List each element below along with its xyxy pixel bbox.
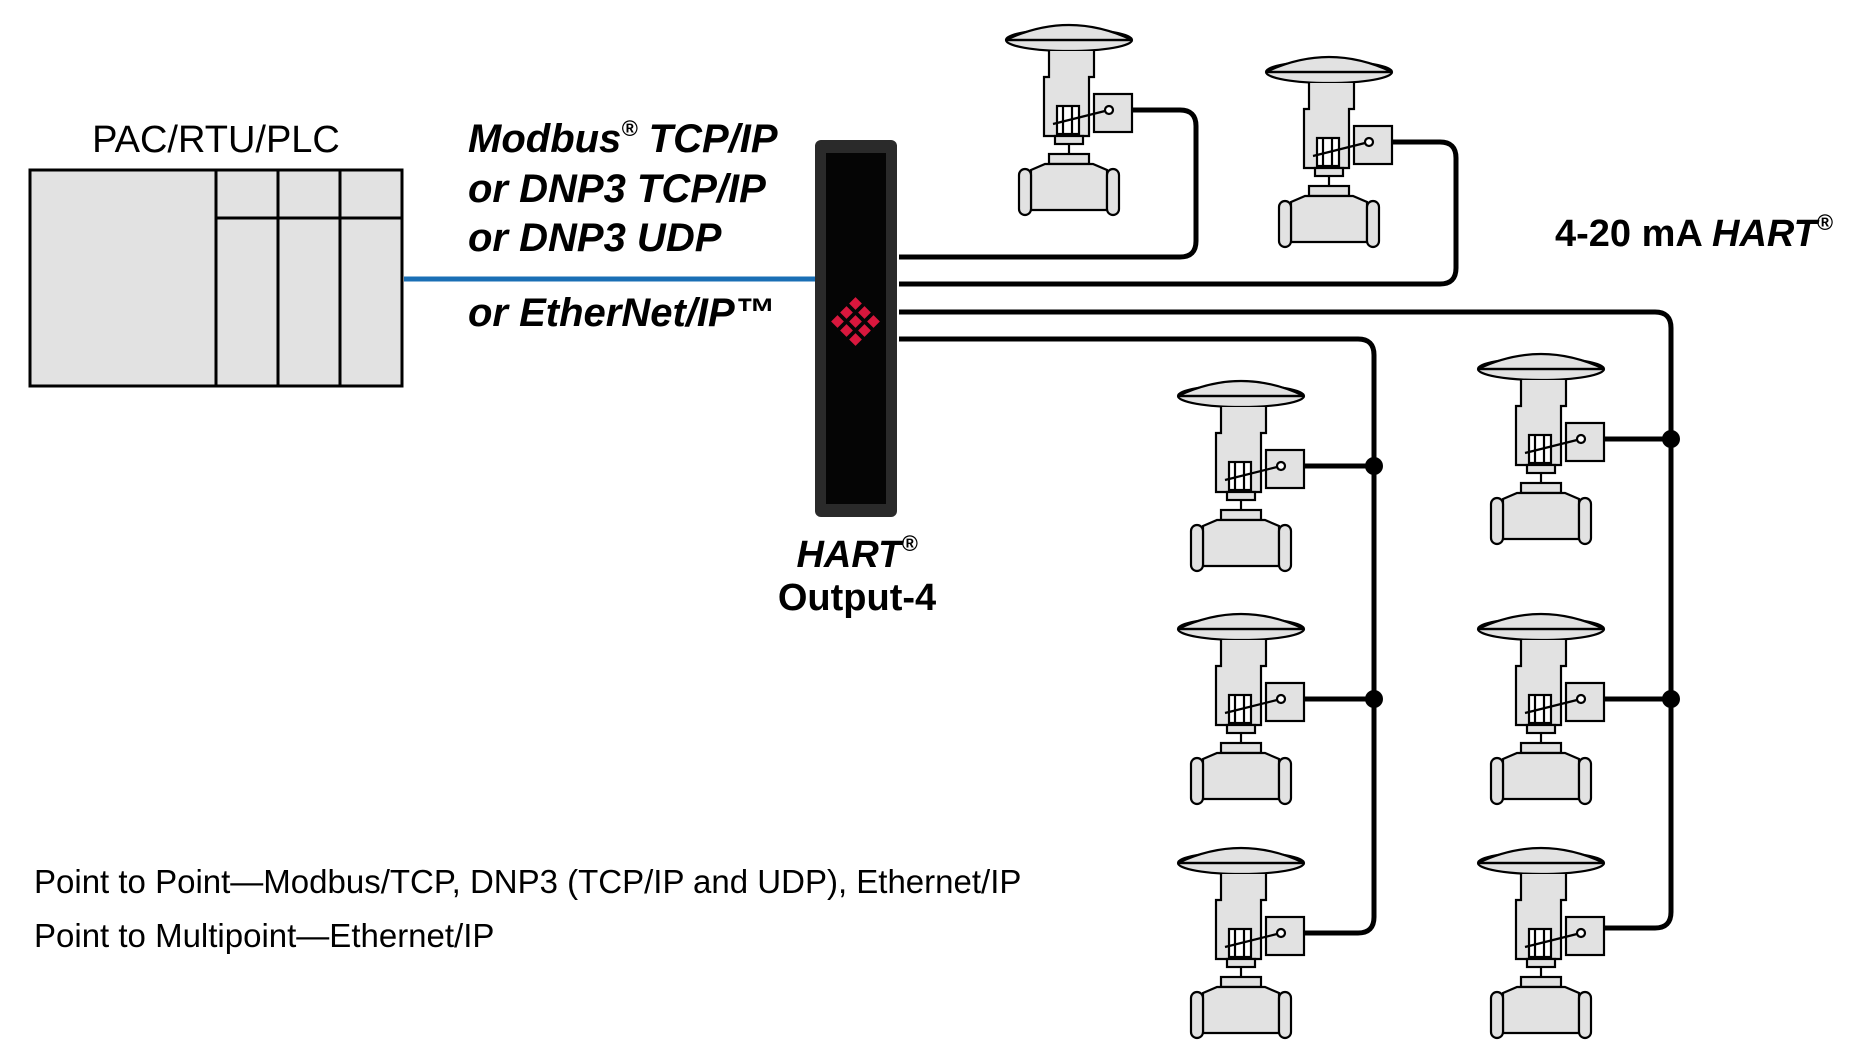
junction-dot	[1662, 690, 1680, 708]
protocol-line-4: or EtherNet/IP™	[468, 291, 775, 335]
control-valve-icon	[1176, 612, 1306, 806]
hart-output-4-device	[815, 140, 897, 517]
caption-point-to-point: Point to Point—Modbus/TCP, DNP3 (TCP/IP …	[34, 863, 1021, 900]
control-valve-icon	[1004, 23, 1134, 217]
loop-1-wire	[899, 107, 1199, 260]
control-valve-icon	[1176, 846, 1306, 1040]
signal-label: 4-20 mA HART®	[1555, 210, 1833, 255]
plc-title: PAC/RTU/PLC	[92, 119, 340, 161]
caption-point-to-multipoint: Point to Multipoint—Ethernet/IP	[34, 917, 494, 954]
protocol-line-1: Modbus® TCP/IP	[468, 116, 778, 161]
protocol-line-3: or DNP3 UDP	[468, 216, 722, 260]
junction-dot	[1365, 457, 1383, 475]
control-valve-icon	[1476, 612, 1606, 806]
junction-dot	[1662, 430, 1680, 448]
loop-2-wire	[899, 139, 1459, 287]
device-model: Output-4	[778, 577, 936, 619]
hart-loop-wires	[899, 107, 1680, 936]
control-valve-icon	[1264, 55, 1394, 249]
loop-4-wire	[899, 336, 1377, 936]
loop-3-wire	[899, 309, 1674, 931]
protocol-line-2: or DNP3 TCP/IP	[468, 167, 766, 211]
junction-dot	[1365, 690, 1383, 708]
device-name: HART®	[796, 531, 918, 576]
control-valve-icon	[1476, 846, 1606, 1040]
plc-rack	[28, 168, 404, 388]
control-valve-icon	[1176, 379, 1306, 573]
control-valve-icon	[1476, 352, 1606, 546]
